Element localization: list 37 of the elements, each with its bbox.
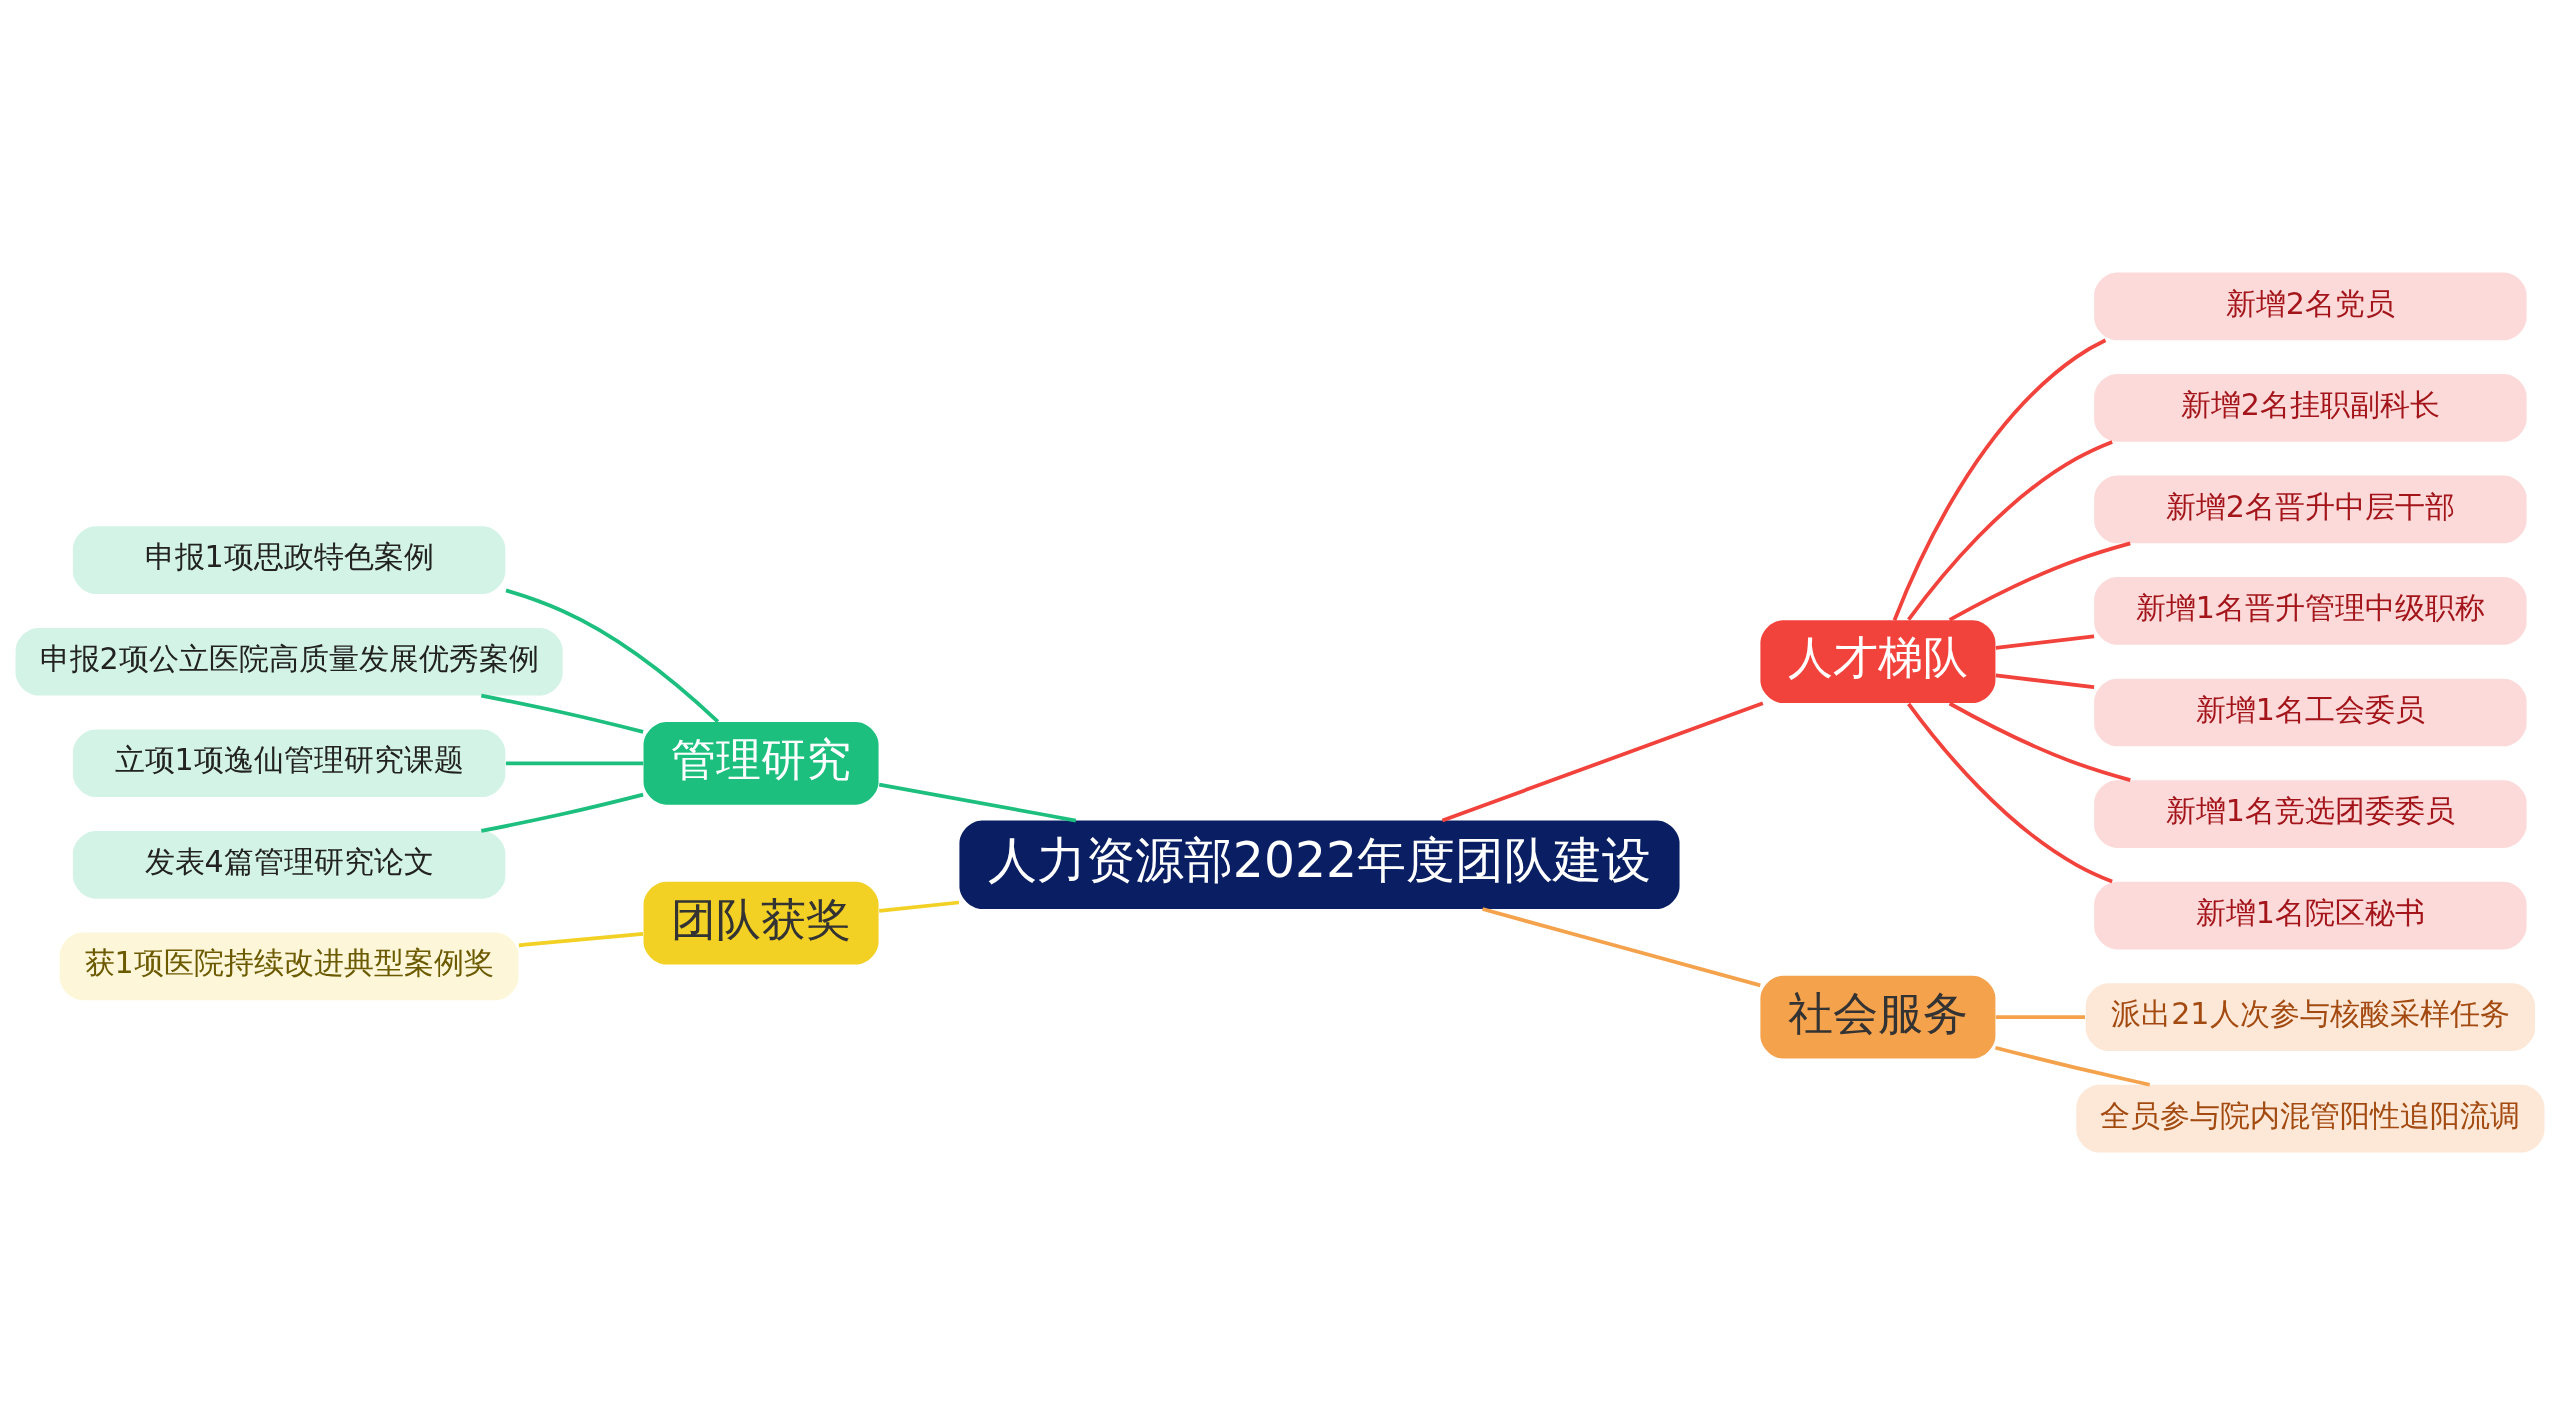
connector (505, 588, 720, 723)
node-box: 立项1项逸仙管理研究课题 (72, 728, 506, 797)
connector (480, 693, 644, 734)
connector (1995, 673, 2095, 689)
connector (1441, 700, 1764, 822)
node-box: 全员参与院内混管阳性追阳流调 (2076, 1084, 2545, 1152)
node-box: 获1项医院持续改进典型案例奖 (59, 932, 519, 1000)
node-box: 新增1名工会委员 (2094, 678, 2527, 746)
node-box: 新增1名竞选团委委员 (2094, 779, 2527, 848)
node-box: 人才梯队 (1760, 619, 1996, 703)
connector (1995, 634, 2095, 650)
connector (505, 760, 644, 765)
connector (1995, 1045, 2151, 1087)
node-box: 新增2名挂职副科长 (2094, 373, 2527, 442)
connector (1907, 439, 2113, 621)
node-box: 新增1名晋升管理中级职称 (2094, 576, 2527, 645)
connector (1948, 541, 2131, 622)
connector (1892, 338, 2107, 621)
connector (1995, 1014, 2085, 1019)
connector (878, 782, 1077, 822)
node-box: 团队获奖 (643, 881, 879, 964)
node-box: 新增1名院区秘书 (2094, 881, 2527, 949)
connector (1948, 701, 2131, 782)
connector (480, 792, 644, 833)
node-box: 管理研究 (643, 721, 879, 805)
connector (879, 900, 960, 913)
node-box: 发表4篇管理研究论文 (72, 830, 506, 899)
node-box: 新增2名党员 (2094, 272, 2527, 340)
connector (518, 931, 644, 947)
node-box: 新增2名晋升中层干部 (2094, 475, 2527, 543)
node-box: 申报2项公立医院高质量发展优秀案例 (15, 627, 563, 696)
node-box: 申报1项思政特色案例 (72, 525, 506, 594)
connector (1482, 906, 1761, 987)
node-box: 派出21人次参与核酸采样任务 (2085, 982, 2536, 1051)
node-box: 社会服务 (1760, 975, 1996, 1058)
node-box: 人力资源部2022年度团队建设 (959, 820, 1680, 909)
connector (1907, 702, 2113, 883)
